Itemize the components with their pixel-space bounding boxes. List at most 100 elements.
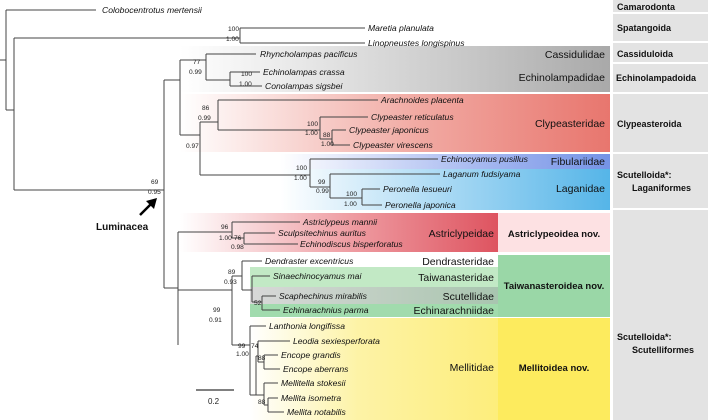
- family-label: Laganidae: [556, 183, 605, 195]
- support-value: 89: [228, 269, 236, 276]
- echinolampadidae-box: [180, 63, 610, 92]
- order-label: Laganiformes: [632, 183, 691, 193]
- taxon-label: Scaphechinus mirabilis: [279, 291, 368, 301]
- cassidulidae-box: [180, 46, 610, 63]
- family-label: Scutellidae: [443, 291, 495, 303]
- support-value: 1.00: [305, 130, 318, 137]
- arrow-icon: [146, 198, 157, 209]
- scutellidae-grey-band: [250, 287, 498, 304]
- support-value: 0.95: [148, 189, 161, 196]
- astriclypeidae-box: [180, 213, 498, 252]
- support-value: 0.99: [198, 115, 211, 122]
- luminacea-annotation: Luminacea: [96, 198, 157, 233]
- laganidae-box: [280, 169, 610, 210]
- taxon-label: Conolampas sigsbei: [265, 81, 343, 91]
- echinarachniidae-box: [250, 304, 498, 317]
- support-value: 88: [258, 399, 266, 406]
- order-label: Echinolampadoida: [616, 73, 697, 83]
- taxon-label: Encope aberrans: [283, 364, 349, 374]
- taxon-label: Clypeaster virescens: [353, 140, 433, 150]
- taxon-label: Astriclypeus mannii: [302, 217, 378, 227]
- taxon-label: Mellita notabilis: [287, 407, 346, 417]
- taxon-label: Lanthonia longifissa: [269, 321, 345, 331]
- taxon-label: Sinaechinocyamus mai: [273, 271, 362, 281]
- support-value: 1.00: [236, 351, 249, 358]
- support-value: 1.00: [239, 81, 252, 88]
- taxon-label: Maretia planulata: [368, 23, 434, 33]
- support-value: 99: [318, 179, 326, 186]
- support-value: 0.93: [224, 279, 237, 286]
- taxon-label: Leodia sexiesperforata: [293, 336, 380, 346]
- support-value: 76: [234, 235, 242, 242]
- support-value: 100: [296, 165, 307, 172]
- order-label: Spatangoida: [617, 23, 672, 33]
- support-value: 74: [251, 343, 259, 350]
- support-value: 0.98: [231, 244, 244, 251]
- family-label: Echinarachniidae: [413, 305, 494, 317]
- support-value: 1.00: [321, 141, 334, 148]
- taxon-label: Mellita isometra: [281, 393, 341, 403]
- taxon-label: Echinodiscus bisperforatus: [300, 239, 403, 249]
- family-labels: Cassidulidae Echinolampadidae Clypeaster…: [413, 49, 605, 374]
- taxon-label: Echinolampas crassa: [263, 67, 345, 77]
- support-value: 0.99: [189, 69, 202, 76]
- order-label: Camarodonta: [617, 2, 676, 12]
- taxon-label: Colobocentrotus mertensii: [102, 5, 203, 15]
- taxon-label: Clypeaster japonicus: [349, 125, 429, 135]
- support-value: 1.00: [226, 36, 239, 43]
- order-label: Scutelliformes: [632, 345, 694, 355]
- taxon-labels: Colobocentrotus mertensii Maretia planul…: [102, 5, 529, 417]
- support-value: 100: [346, 191, 357, 198]
- order-dividers: [613, 12, 708, 210]
- superfamily-label: Taiwanasteroidea nov.: [504, 281, 604, 292]
- taxon-label: Rhyncholampas pacificus: [260, 49, 358, 59]
- luminacea-label: Luminacea: [96, 222, 149, 233]
- fibulariidae-box: [280, 154, 610, 169]
- astriclypeoidea-box: [498, 213, 610, 252]
- support-value: 0.97: [186, 143, 199, 150]
- dendrasteridae-box: [250, 255, 498, 267]
- family-label: Cassidulidae: [545, 49, 605, 61]
- taxon-label: Linopneustes longispinus: [368, 38, 465, 48]
- order-label: Clypeasteroida: [617, 119, 683, 129]
- support-value: 100: [241, 71, 252, 78]
- superfamily-label: Astriclypeoidea nov.: [508, 229, 600, 240]
- family-label: Mellitidae: [450, 362, 495, 374]
- family-label: Clypeasteridae: [535, 118, 605, 130]
- support-value: 77: [193, 59, 201, 66]
- order-label: Scutelloida*:: [617, 332, 672, 342]
- scale-bar: 0.2: [196, 389, 234, 406]
- support-value: 52: [254, 300, 262, 307]
- taxon-label: Encope grandis: [281, 350, 341, 360]
- taxon-label: Echinocyamus pusillus: [441, 154, 529, 164]
- support-value: 96: [221, 224, 229, 231]
- support-value: 0.99: [316, 188, 329, 195]
- family-label: Astriclypeidae: [429, 228, 495, 240]
- taxon-label: Clypeaster reticulatus: [371, 112, 454, 122]
- support-values: 100 1.00 77 0.99 100 1.00 69 0.95 86 0.9…: [148, 26, 357, 406]
- support-value: 99: [238, 343, 246, 350]
- order-label: Scutelloida*:: [617, 170, 672, 180]
- taiwanasteridae-box: [250, 267, 498, 287]
- support-value: 99: [213, 307, 221, 314]
- scale-label: 0.2: [208, 397, 220, 406]
- support-value: 100: [228, 26, 239, 33]
- family-label: Echinolampadidae: [519, 72, 606, 84]
- tree-branches: [0, 9, 440, 413]
- taiwanasteroidea-box: [498, 255, 610, 317]
- order-labels: Camarodonta Spatangoida Cassiduloida Ech…: [616, 2, 697, 355]
- superfamily-labels: Astriclypeoidea nov. Taiwanasteroidea no…: [504, 229, 604, 374]
- support-value: 0.91: [209, 317, 222, 324]
- taxon-label: Arachnoides placenta: [380, 95, 464, 105]
- support-value: 100: [307, 121, 318, 128]
- taxon-label: Laganum fudsiyama: [443, 169, 521, 179]
- taxon-label: Mellitella stokesii: [281, 378, 347, 388]
- taxon-label: Sculpsitechinus auritus: [278, 228, 367, 238]
- mellitoidea-box: [498, 318, 610, 420]
- taxon-label: Dendraster excentricus: [265, 256, 354, 266]
- support-value: 88: [323, 132, 331, 139]
- taxon-label: Peronella japonica: [385, 200, 456, 210]
- support-value: 69: [151, 179, 159, 186]
- support-value: 88: [258, 355, 266, 362]
